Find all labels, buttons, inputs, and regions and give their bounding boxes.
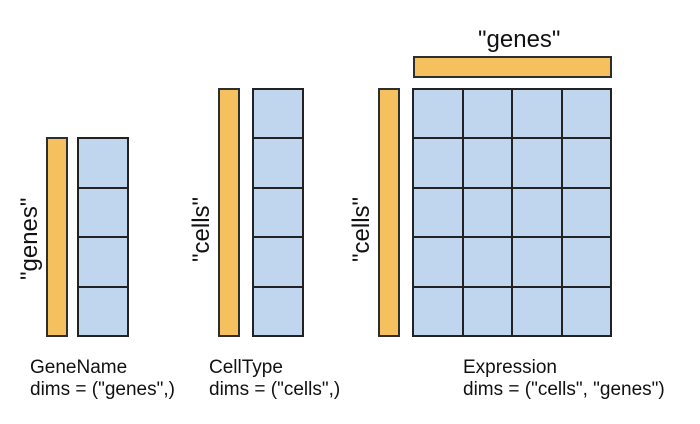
expression-cell: [414, 139, 462, 187]
expression-cell: [562, 90, 610, 138]
expression-cell: [414, 287, 462, 335]
celltype-dims: dims = ("cells",): [209, 379, 341, 400]
genename-dims: dims = ("genes",): [30, 379, 175, 400]
genename-cell: [79, 188, 127, 236]
expression-cell: [463, 238, 511, 286]
genename-dim-bar: [46, 137, 68, 337]
expression-cell: [562, 287, 610, 335]
celltype-cell: [254, 287, 302, 335]
genename-axis-label: "genes": [16, 197, 43, 280]
celltype-dim-bar: [218, 88, 240, 337]
celltype-caption: CellType dims = ("cells",): [209, 357, 340, 401]
expression-cell: [513, 139, 561, 187]
celltype-cell: [254, 139, 302, 187]
expression-grid: [412, 88, 612, 337]
expression-cell: [513, 287, 561, 335]
expression-caption: Expression dims = ("cells", "genes"): [463, 357, 665, 401]
celltype-cell: [254, 238, 302, 286]
expression-dims: dims = ("cells", "genes"): [463, 379, 665, 400]
expression-cell: [463, 287, 511, 335]
expression-cell: [414, 188, 462, 237]
expression-cell: [463, 139, 511, 187]
expression-col-dim-bar: [413, 56, 612, 78]
expression-cell: [463, 90, 511, 138]
genename-cell: [79, 238, 127, 286]
expression-cell: [562, 238, 610, 286]
celltype-cell: [254, 188, 302, 237]
celltype-axis-label: "cells": [188, 196, 215, 262]
expression-row-axis-label: "cells": [348, 196, 375, 262]
genename-cell: [79, 139, 127, 187]
expression-col-axis-label: "genes": [478, 26, 561, 53]
celltype-grid: [252, 88, 304, 337]
expression-cell: [414, 238, 462, 286]
celltype-cell: [254, 90, 302, 138]
celltype-title: CellType: [209, 357, 283, 378]
genename-grid: [77, 137, 129, 337]
expression-cell: [463, 188, 511, 237]
genename-cell: [79, 287, 127, 335]
expression-title: Expression: [463, 357, 557, 378]
expression-cell: [562, 139, 610, 187]
expression-cell: [513, 188, 561, 237]
genename-caption: GeneName dims = ("genes",): [30, 357, 175, 401]
genename-title: GeneName: [30, 357, 128, 378]
expression-cell: [513, 90, 561, 138]
expression-row-dim-bar: [378, 88, 400, 337]
expression-cell: [562, 188, 610, 237]
expression-cell: [513, 238, 561, 286]
expression-cell: [414, 90, 462, 138]
